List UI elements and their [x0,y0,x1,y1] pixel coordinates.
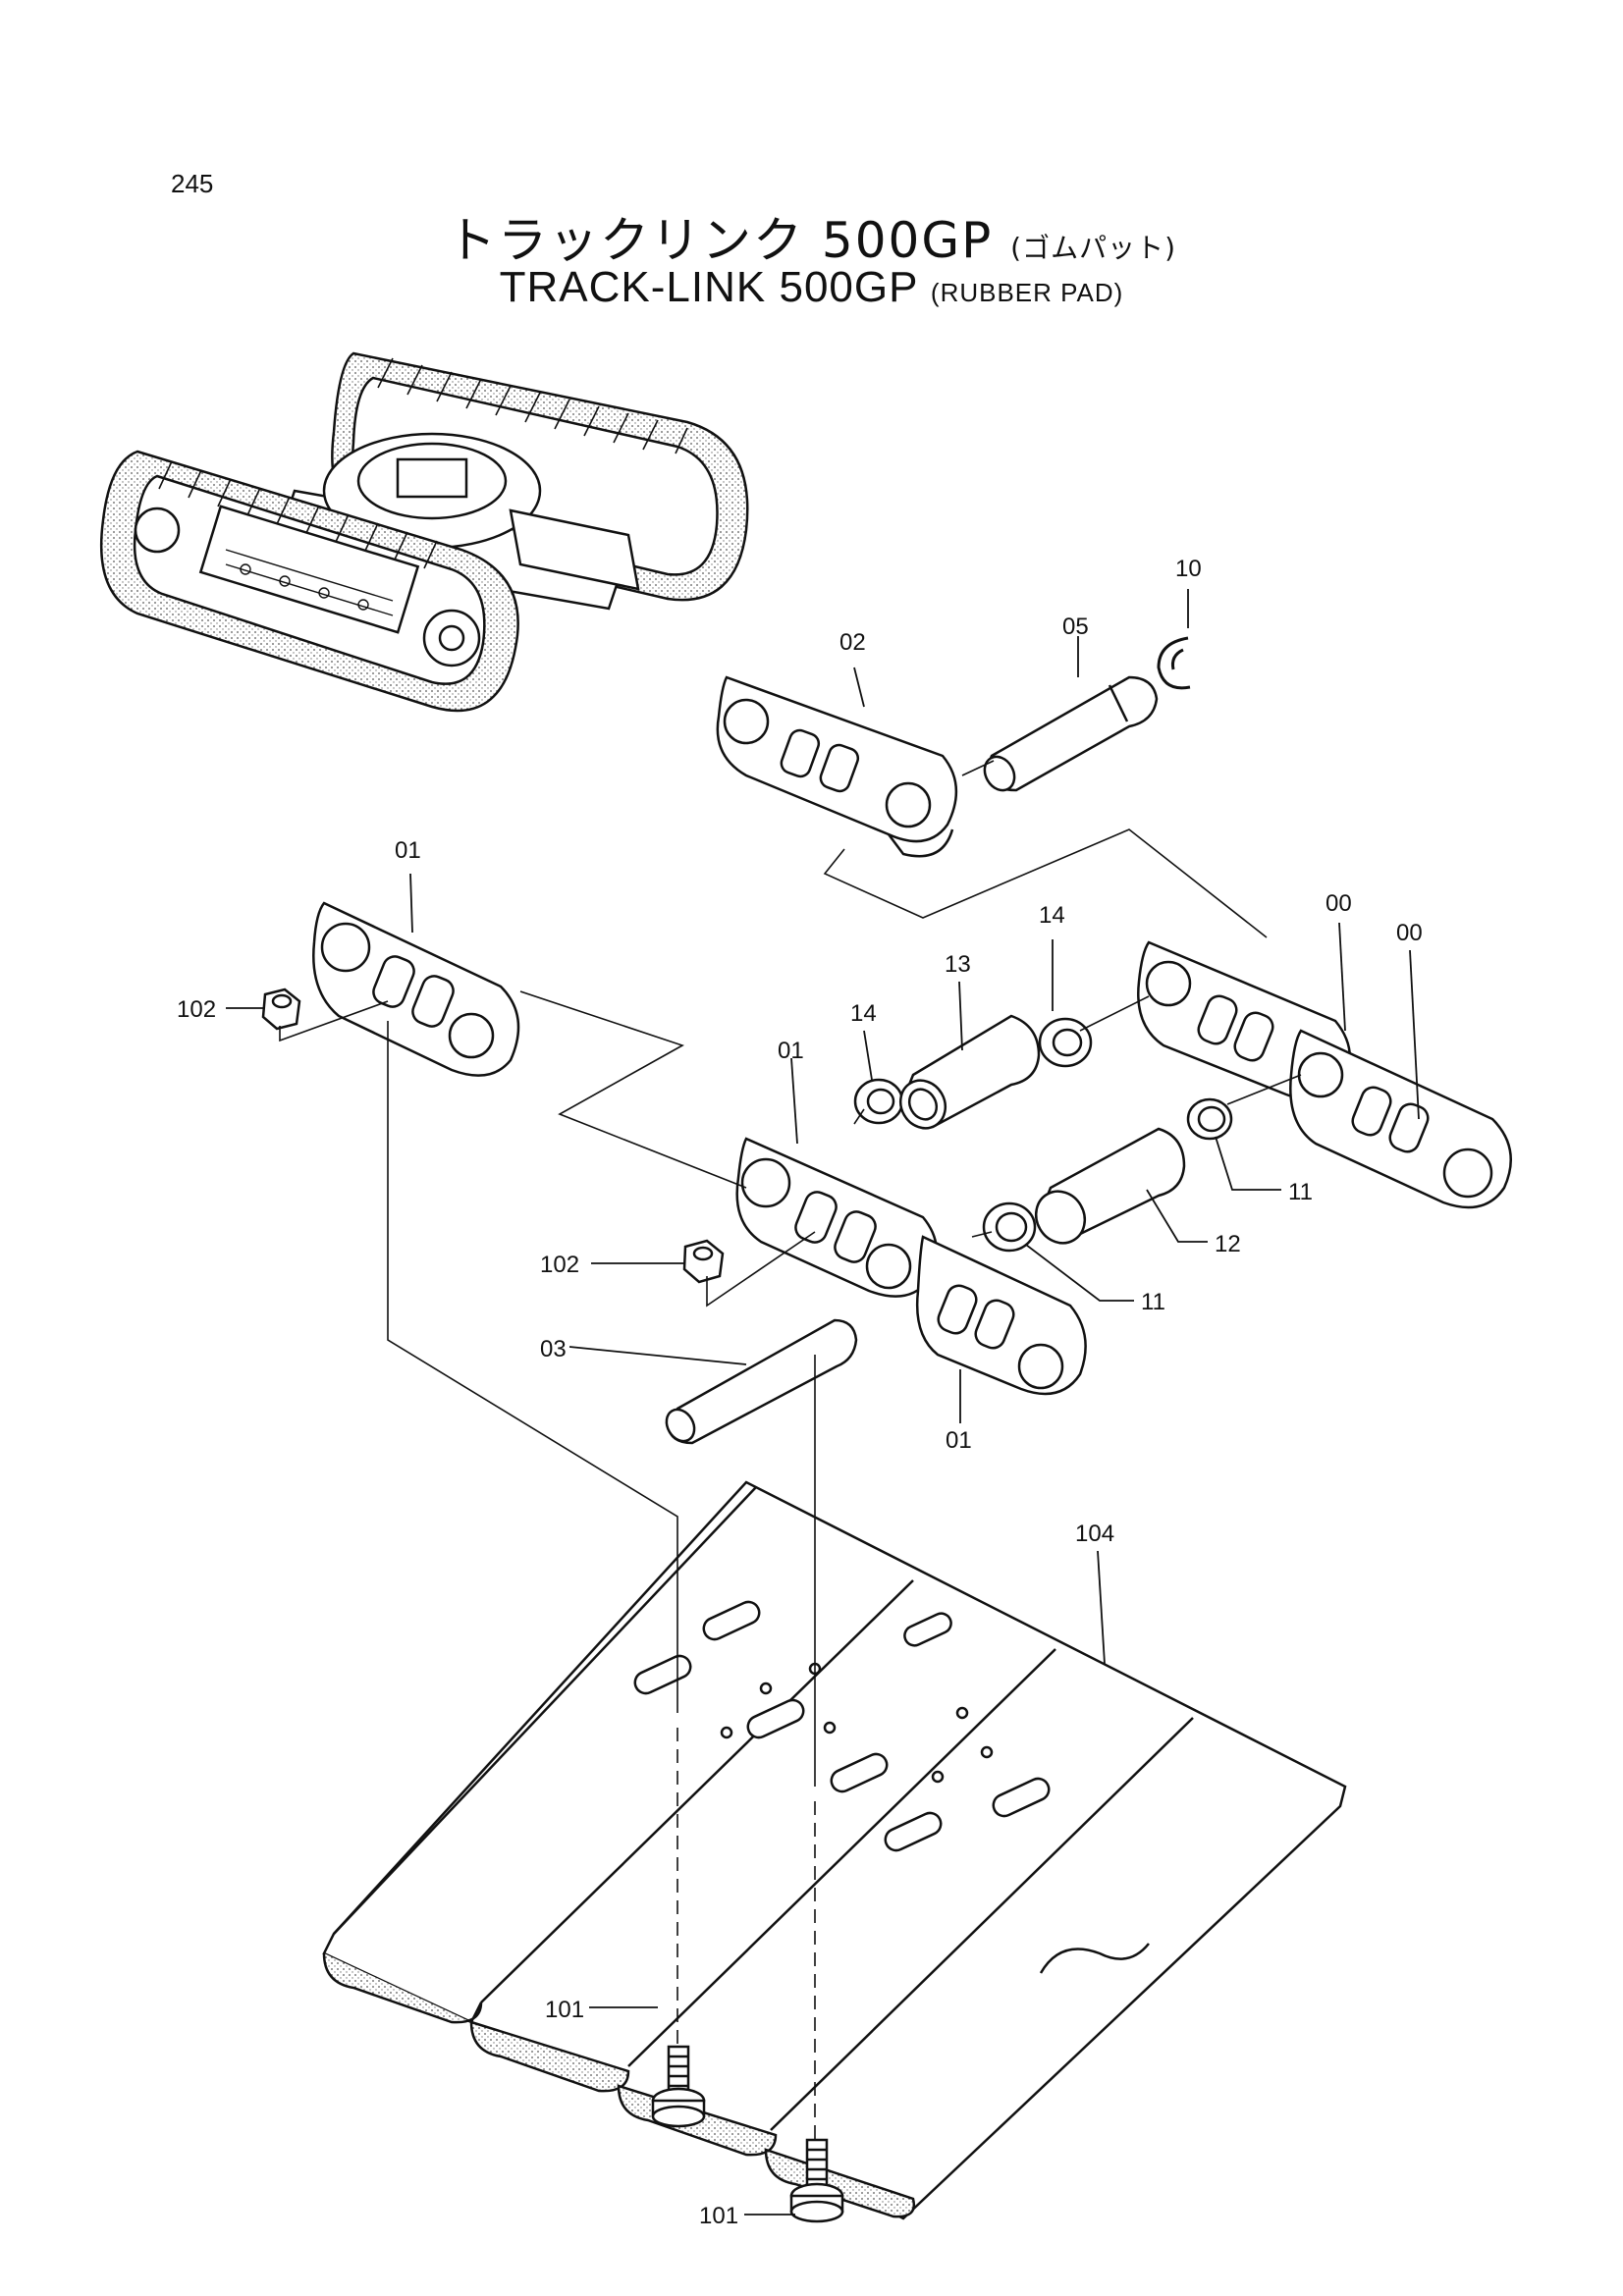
callout-leaders [226,589,1420,2216]
title-en-main: TRACK-LINK 500GP [499,263,918,311]
title-jp-sub: (ゴムパット) [1010,232,1176,264]
label-01-center: 01 [778,1038,804,1064]
label-14-right: 14 [1039,902,1065,929]
near-track [99,450,519,713]
label-102-left: 102 [177,996,216,1023]
pin-05 [983,675,1159,792]
label-11-right: 11 [1288,1179,1313,1205]
part-labels: 02 05 10 01 00 00 102 13 14 14 01 11 12 … [177,556,1423,2229]
bushing-13 [898,1014,1041,1130]
seal-11-right [1186,1097,1233,1141]
seal-14-right [1038,1017,1093,1068]
assembly-lines [279,760,1302,2140]
link-01-left [312,901,520,1077]
snap-ring-10 [1157,636,1191,690]
bolt-101-right [789,2138,844,2223]
title-jp-main: トラックリンク 500GP [447,212,994,269]
label-101-left: 101 [545,1997,584,2023]
label-01-left: 01 [395,837,421,864]
bolt-101-left [651,2045,706,2128]
title-en-sub: (RUBBER PAD) [930,278,1124,307]
label-14-left: 14 [850,1000,877,1027]
label-02: 02 [839,629,866,656]
undercarriage-overview [99,351,749,713]
link-01-center [735,1137,939,1298]
label-05: 05 [1062,614,1089,640]
title-japanese: トラックリンク 500GP (ゴムパット) [0,201,1623,272]
rubber-pads-104 [322,1480,1347,2220]
label-00-back: 00 [1325,890,1352,917]
label-13: 13 [945,951,971,978]
seal-14-left [853,1078,904,1125]
bushing-12 [1034,1127,1186,1245]
nut-102-left [261,988,301,1031]
nut-102-center [682,1239,725,1284]
label-101-right: 101 [699,2203,738,2229]
pad-holes [633,1600,1051,1852]
link-01-lower [916,1235,1087,1396]
master-link-02 [716,675,958,858]
page-number: 245 [171,169,214,198]
label-03: 03 [540,1336,567,1362]
label-00-front: 00 [1396,920,1423,946]
label-01-lower: 01 [946,1427,972,1454]
title-english: TRACK-LINK 500GP (RUBBER PAD) [0,263,1623,312]
label-102-center: 102 [540,1252,579,1278]
label-104: 104 [1075,1521,1114,1547]
label-11-left: 11 [1141,1289,1165,1315]
link-00-front [1289,1029,1512,1209]
label-12: 12 [1215,1231,1241,1257]
seal-11-left [982,1201,1037,1253]
pin-03 [665,1318,858,1445]
label-10: 10 [1175,556,1202,582]
